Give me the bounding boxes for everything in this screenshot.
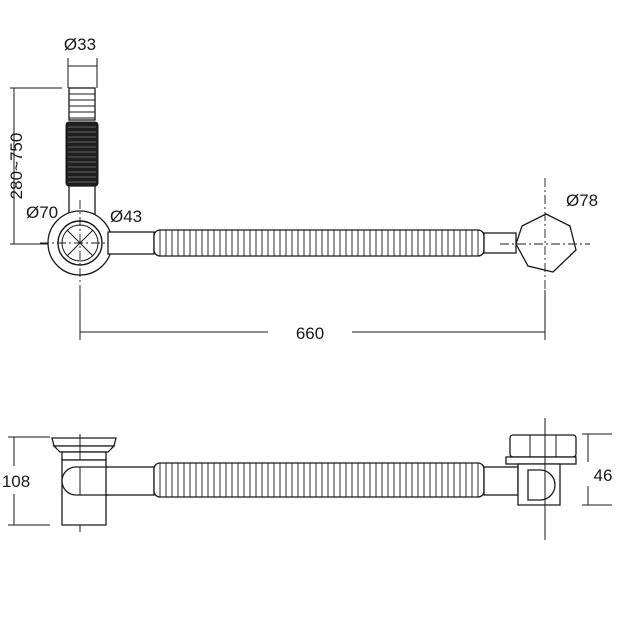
hose-corrugation (68, 126, 96, 183)
hose-diameter-dimension: Ø33 (64, 35, 98, 88)
length-range-dimension: 280~750 (7, 87, 62, 245)
horizontal-waste-hose (153, 229, 485, 257)
total-length-dimension: 660 (79, 290, 546, 343)
hose-diameter-label: Ø33 (64, 35, 96, 54)
overflow-height-dimension: 46 (582, 433, 613, 506)
overflow-head (515, 213, 577, 273)
waste-diameter-label: Ø43 (110, 207, 142, 226)
total-length-label: 660 (296, 324, 324, 343)
length-range-label: 280~750 (7, 133, 26, 200)
side-view: 108 (2, 418, 613, 540)
vertical-hose-connector (68, 87, 96, 121)
horizontal-waste-hose-side (153, 462, 485, 498)
height-label: 108 (2, 472, 30, 491)
overflow-height-label: 46 (594, 466, 613, 485)
body-diameter-label: Ø70 (26, 203, 58, 222)
top-view: Ø33 280~750 (7, 35, 598, 343)
waste-flange (51, 434, 117, 532)
overflow-assembly-side (505, 418, 577, 540)
overflow-diameter-label: Ø78 (566, 191, 598, 210)
height-dimension: 108 (2, 436, 50, 526)
